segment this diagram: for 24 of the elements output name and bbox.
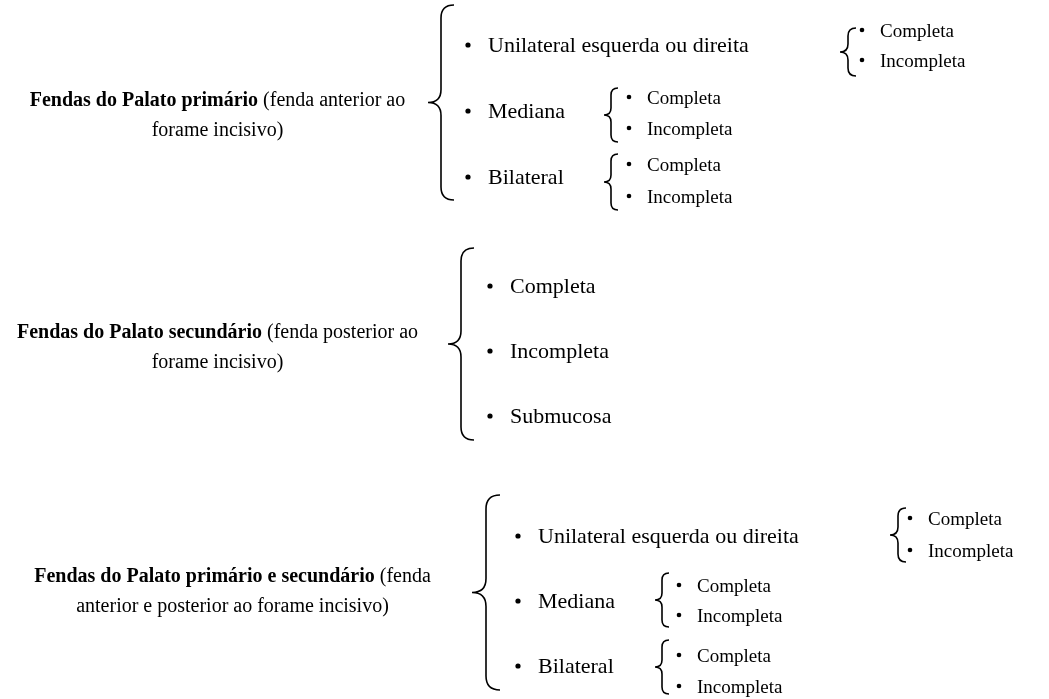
list-item: Unilateral esquerda ou direita xyxy=(538,523,799,549)
list-item: Incompleta xyxy=(928,538,1014,562)
list-item: Incompleta xyxy=(697,674,783,698)
list-item: Completa xyxy=(928,506,1002,530)
list-item: Incompleta xyxy=(510,338,609,364)
list-item: Incompleta xyxy=(697,603,783,627)
list-item: Completa xyxy=(510,273,596,299)
category-heading: Fendas do Palato primário (fenda anterior ao forame incisivo) xyxy=(28,87,407,143)
list-item: Incompleta xyxy=(880,48,966,72)
list-item: Completa xyxy=(697,643,771,667)
list-item: Mediana xyxy=(538,588,615,614)
list-item: Incompleta xyxy=(647,184,733,208)
list-item: Completa xyxy=(880,18,954,42)
list-item: Completa xyxy=(697,573,771,597)
list-item: Completa xyxy=(647,152,721,176)
list-item: Submucosa xyxy=(510,403,612,429)
list-item: Bilateral xyxy=(488,164,564,190)
category-heading: Fendas do Palato secundário (fenda posterior ao forame incisivo) xyxy=(15,319,420,375)
list-item: Incompleta xyxy=(647,116,733,140)
list-item: Bilateral xyxy=(538,653,614,679)
list-item: Completa xyxy=(647,85,721,109)
category-heading: Fendas do Palato primário e secundário (fenda anterior e posterior ao forame incisivo) xyxy=(33,563,432,619)
list-item: Mediana xyxy=(488,98,565,124)
list-item: Unilateral esquerda ou direita xyxy=(488,32,749,58)
